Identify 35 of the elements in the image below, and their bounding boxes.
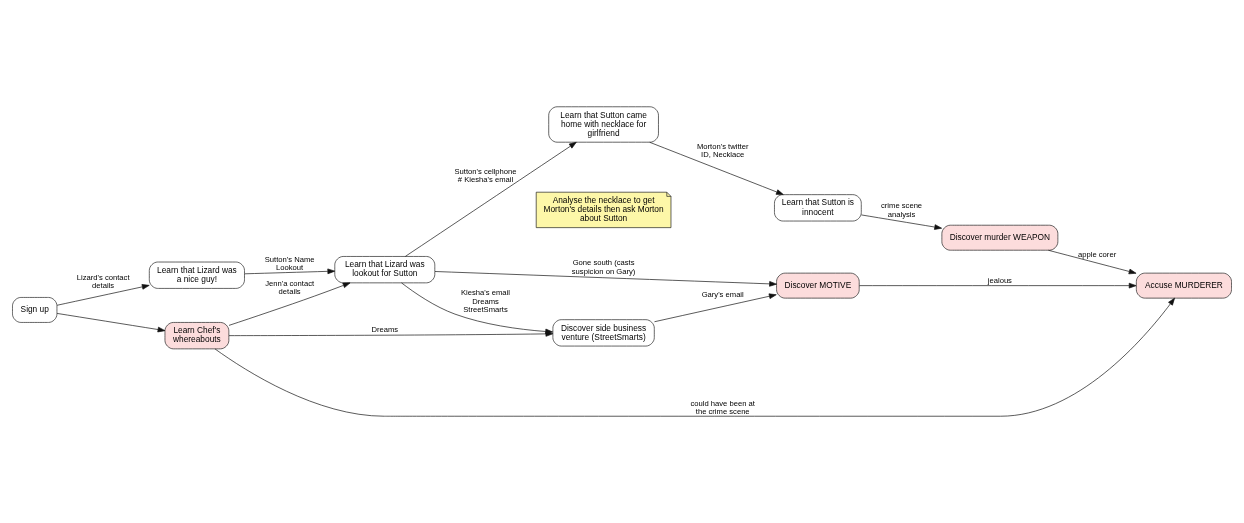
arrow <box>56 284 150 306</box>
arrow <box>649 141 784 195</box>
arrow <box>861 214 942 230</box>
edge-label: Dreams <box>371 325 399 335</box>
edge-label: crime scene analysis <box>881 201 923 219</box>
edge-label: Lizard's contact details <box>76 272 130 291</box>
arrow <box>1047 249 1137 275</box>
node-box: Sign up <box>12 297 58 323</box>
edge-label: Sutton's cellphone # Kiesha's email <box>454 166 517 184</box>
node-box: Learn that Sutton came home with necklace for girlfriend <box>548 106 659 143</box>
edge-label: Jenn'a contact details <box>265 278 315 296</box>
arrow <box>434 271 777 287</box>
arrow <box>405 141 577 257</box>
edge-label: apple corer <box>1078 250 1117 260</box>
arrow <box>228 282 351 326</box>
arrow <box>214 297 1175 417</box>
edge-label: Kiesha's email Dreams StreetSmarts <box>461 288 510 314</box>
edge-label: Gone south (casts suspicion on Gary) <box>571 258 636 276</box>
arrow <box>56 313 166 333</box>
arrow <box>244 268 336 275</box>
edge-label: Gary's email <box>701 290 744 300</box>
node-box: Learn Chef's whereabouts <box>164 322 230 350</box>
arrow <box>859 282 1137 289</box>
node-box: Learn that Lizard was lookout for Sutton <box>334 256 436 284</box>
edge-label: jealous <box>987 276 1012 286</box>
node-box: Accuse MURDERER <box>1136 272 1232 299</box>
node-box: Learn that Lizard was a nice guy! <box>149 261 245 289</box>
node-box: Learn that Sutton is innocent <box>774 194 862 222</box>
arrow <box>654 293 777 323</box>
edge-label: Morton's twitter ID, Necklace <box>696 141 749 159</box>
node-box: Discover murder WEAPON <box>941 224 1059 251</box>
edge-label: Sutton's Name Lookout <box>264 254 315 273</box>
node-box: Discover MOTIVE <box>776 272 860 299</box>
node-box: Discover side business venture (StreetSmarts) <box>552 319 655 347</box>
edge-label: could have been at the crime scene <box>690 398 755 416</box>
